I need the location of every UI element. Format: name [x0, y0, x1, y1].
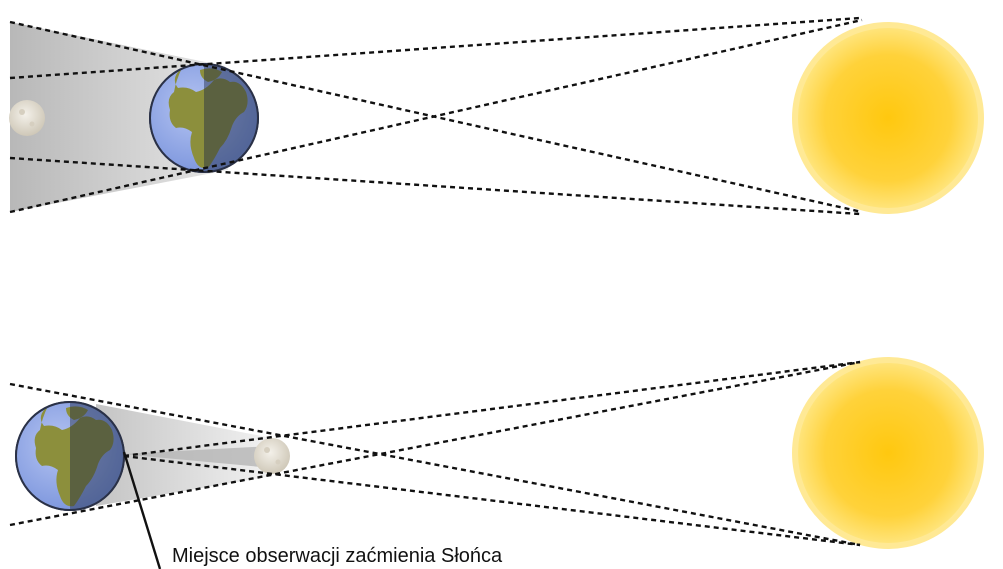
earth-shadow-cone — [10, 22, 228, 212]
observation-pointer — [122, 451, 162, 569]
tangent-lines — [9, 360, 861, 547]
solar-eclipse-scene: Miejsce obserwacji zaćmienia Słońca — [9, 357, 984, 569]
sun — [792, 22, 984, 214]
moon-umbra — [122, 446, 272, 468]
lunar-eclipse-scene — [9, 16, 984, 216]
tangent-lines — [9, 16, 863, 216]
moon — [9, 100, 45, 136]
moon — [254, 438, 290, 474]
observation-label: Miejsce obserwacji zaćmienia Słońca — [172, 545, 503, 567]
sun — [792, 357, 984, 549]
earth — [15, 401, 125, 511]
